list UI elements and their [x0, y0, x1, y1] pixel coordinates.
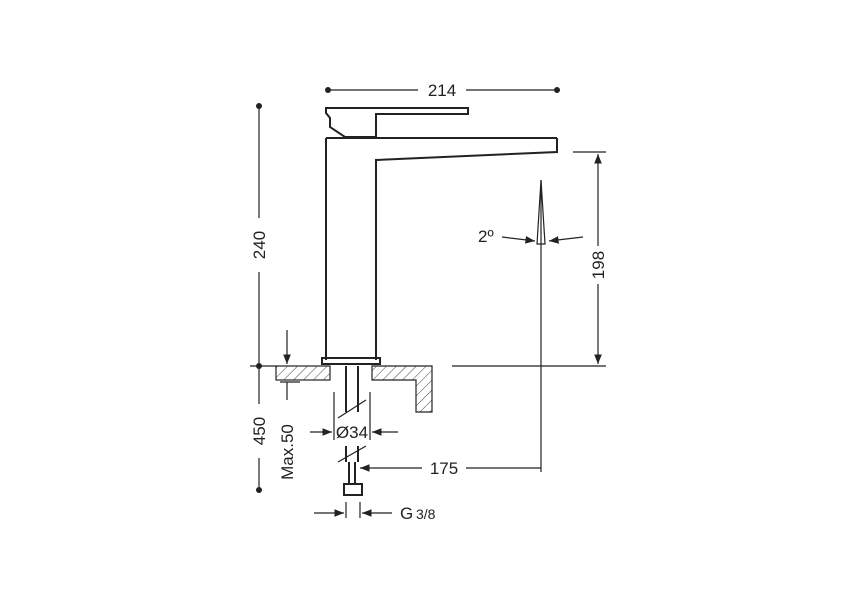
- countertop: [275, 365, 433, 413]
- connection-fraction-label: 3/8: [416, 506, 436, 522]
- outlet-height-label: 198: [589, 251, 608, 279]
- supply-pipe: [337, 366, 367, 496]
- spout-reach-label: 175: [430, 459, 458, 478]
- water-stream: [536, 179, 546, 472]
- max-counter-label: Max.50: [278, 424, 297, 480]
- dimension-outlet-height: 198: [452, 151, 608, 367]
- dimension-total-width: 214: [325, 81, 560, 100]
- dimension-spout-reach: 175: [360, 459, 541, 478]
- faucet-body: [321, 107, 558, 365]
- total-width-label: 214: [428, 81, 456, 100]
- dimension-left-vertical: 240 450: [250, 103, 276, 493]
- dimension-hole-diameter: Ø34: [310, 392, 398, 442]
- total-height-label: 450: [250, 417, 269, 445]
- connection-label: G: [400, 504, 413, 523]
- spray-angle-label: 2º: [478, 227, 494, 246]
- spout-height-label: 240: [250, 231, 269, 259]
- dimension-spray-angle: 2º: [478, 227, 584, 246]
- hole-diameter-label: Ø34: [336, 423, 368, 442]
- dimension-max-counter: Max.50: [278, 330, 300, 480]
- dimension-connection: G 3/8: [314, 502, 436, 523]
